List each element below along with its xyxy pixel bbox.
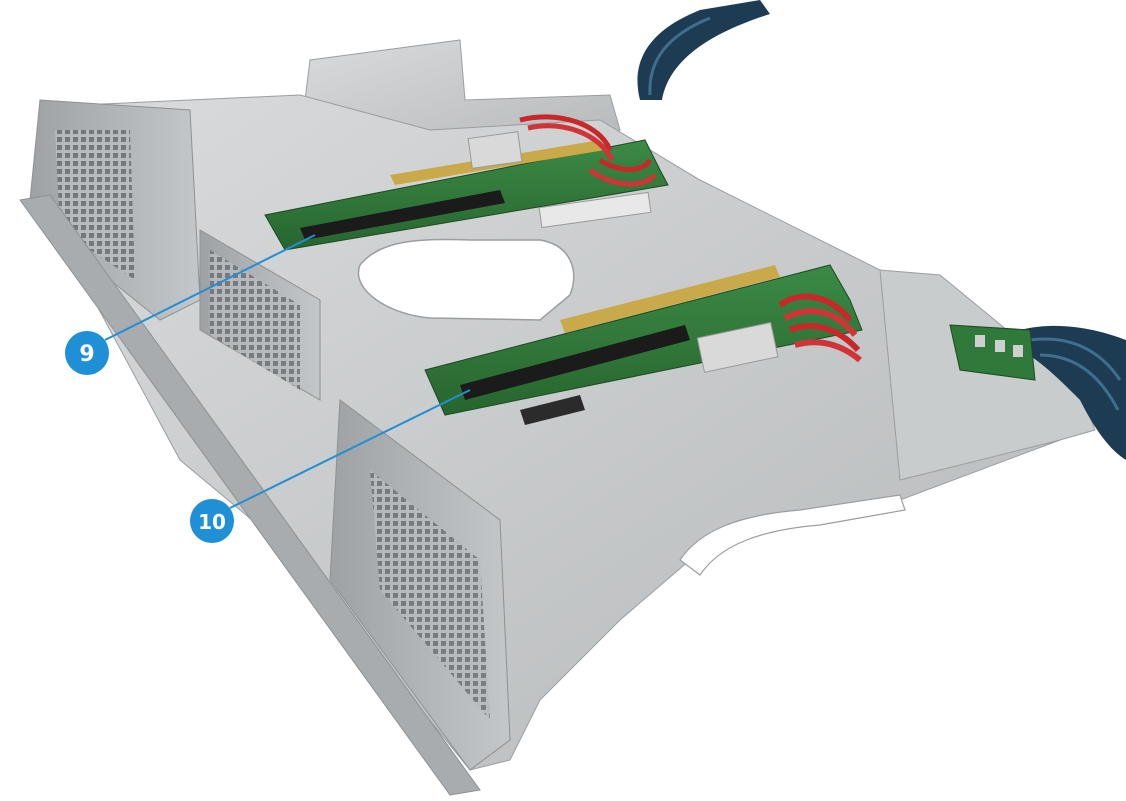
upper-pcie-slot [300,190,505,240]
callout-10-badge [190,499,234,543]
left-vented-wall [19,99,511,796]
callout-9-label: 9 [79,342,94,367]
callout-9-badge [65,331,109,375]
callout-9: 9 [65,234,316,375]
upper-riser-card [264,114,669,251]
callout-10: 10 [190,389,471,543]
lower-pcie-slot [460,325,690,400]
right-cable-bundle [1020,325,1126,460]
callout-10-leader [229,389,471,509]
callout-9-leader [104,234,316,341]
callout-10-label: 10 [198,510,226,534]
right-connector-board [949,324,1036,381]
top-cable-bundle [637,0,770,100]
lower-riser-card [424,264,863,425]
lower-red-cables [778,293,862,363]
upper-red-cables [519,114,657,187]
riser-cage-tray [39,39,1096,771]
